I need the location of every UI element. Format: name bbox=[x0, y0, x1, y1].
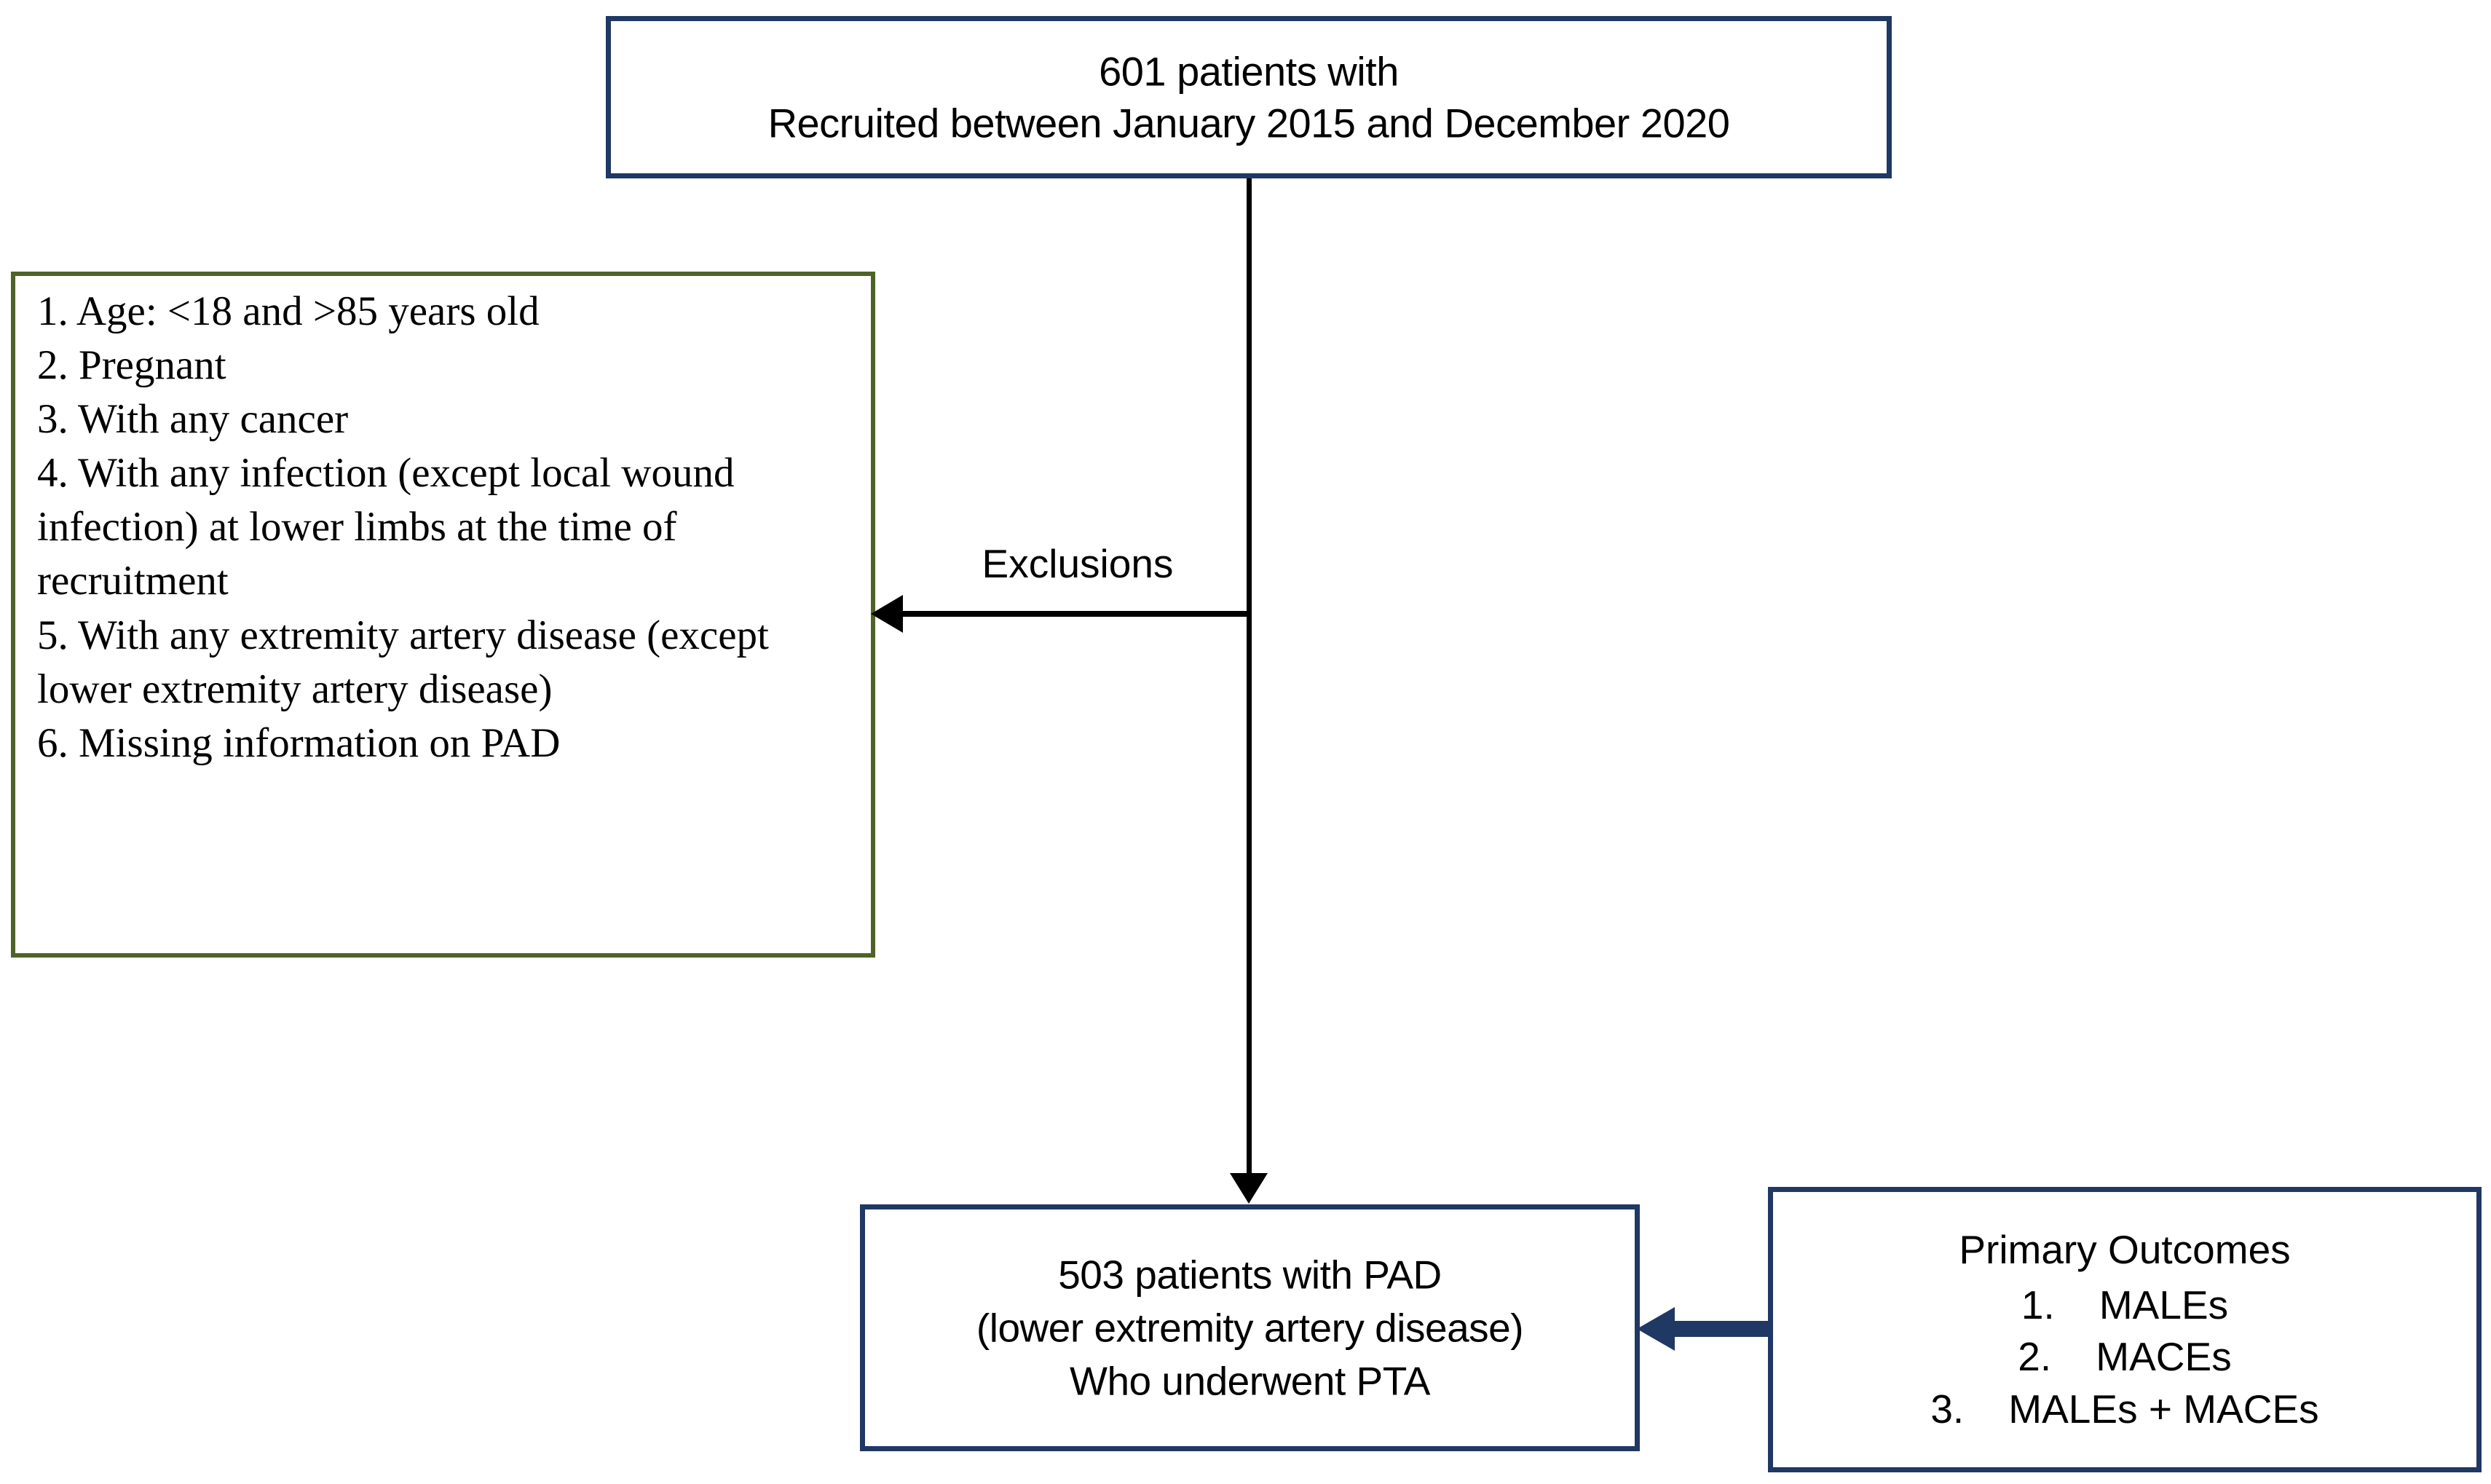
box-exclusion-criteria: 1. Age: <18 and >85 years old 2. Pregnan… bbox=[11, 272, 875, 958]
box-final-cohort: 503 patients with PAD (lower extremity a… bbox=[860, 1204, 1640, 1451]
final-cohort-text-block: 503 patients with PAD (lower extremity a… bbox=[865, 1248, 1635, 1408]
enrolled-patients-text-block: 601 patients with Recruited between Janu… bbox=[611, 45, 1887, 149]
connector-horizontal-outcomes bbox=[1670, 1321, 1769, 1337]
enrolled-patients-line-1: 601 patients with bbox=[1099, 47, 1399, 94]
exclusion-item-4: 4. With any infection (except local woun… bbox=[37, 450, 735, 604]
arrowhead-left-to-exclusions bbox=[871, 595, 903, 633]
exclusion-criteria-list: 1. Age: <18 and >85 years old 2. Pregnan… bbox=[37, 285, 858, 770]
exclusion-item-3: 3. With any cancer bbox=[37, 396, 349, 443]
box-enrolled-patients: 601 patients with Recruited between Janu… bbox=[606, 16, 1892, 178]
exclusion-item-1: 1. Age: <18 and >85 years old bbox=[37, 288, 540, 334]
exclusion-item-6: 6. Missing information on PAD bbox=[37, 719, 561, 766]
arrowhead-down-to-result bbox=[1230, 1173, 1268, 1204]
arrowhead-left-to-final-cohort bbox=[1637, 1307, 1675, 1351]
final-cohort-line-2: (lower extremity artery disease) bbox=[976, 1304, 1524, 1350]
connector-vertical-main bbox=[1247, 178, 1252, 1174]
exclusion-item-2: 2. Pregnant bbox=[37, 342, 226, 389]
exclusion-item-5: 5. With any extremity artery disease (ex… bbox=[37, 612, 769, 712]
primary-outcomes-text-block: Primary Outcomes 1. MALEs 2. MACEs 3. MA… bbox=[1773, 1224, 2476, 1435]
connector-horizontal-exclusions bbox=[901, 611, 1250, 617]
final-cohort-line-3: Who underwent PTA bbox=[1070, 1358, 1430, 1404]
enrolled-patients-line-2: Recruited between January 2015 and Decem… bbox=[767, 100, 1730, 146]
box-primary-outcomes: Primary Outcomes 1. MALEs 2. MACEs 3. MA… bbox=[1768, 1187, 2482, 1472]
primary-outcomes-title: Primary Outcomes bbox=[1959, 1227, 2291, 1272]
connector-label-exclusions: Exclusions bbox=[982, 541, 1174, 586]
primary-outcome-item-1: 1. MALEs bbox=[2021, 1282, 2229, 1327]
primary-outcome-item-2: 2. MACEs bbox=[2018, 1334, 2232, 1379]
final-cohort-line-1: 503 patients with PAD bbox=[1058, 1251, 1442, 1297]
primary-outcome-item-3: 3. MALEs + MACEs bbox=[1930, 1386, 2319, 1432]
